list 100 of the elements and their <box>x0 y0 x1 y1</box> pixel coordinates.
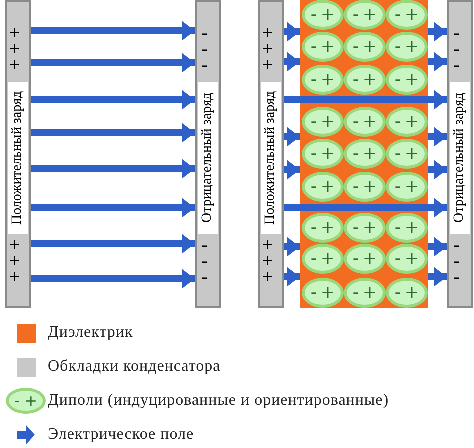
dipole-ellipse <box>386 65 428 95</box>
capacitor-plate <box>5 0 31 308</box>
capacitor-plate <box>447 0 473 308</box>
dipole-ellipse <box>386 139 428 169</box>
field-arrow <box>428 52 447 72</box>
dielectric-slab <box>300 0 428 308</box>
field-arrow <box>284 90 447 110</box>
field-arrow <box>428 237 447 257</box>
plus-sign: + <box>362 220 378 236</box>
minus-sign: - <box>394 178 402 196</box>
minus-sign: - <box>394 146 402 162</box>
field-arrow <box>31 198 195 218</box>
plus-sign: + <box>404 146 420 162</box>
dipole-ellipse <box>302 139 344 169</box>
dipole-ellipse <box>302 32 344 62</box>
dipole-ellipse <box>344 139 386 169</box>
charge-signs: + + + <box>9 26 20 74</box>
minus-sign: - <box>394 220 402 236</box>
plus-sign: + <box>404 72 420 88</box>
dipole-ellipse <box>302 0 344 30</box>
dipole-ellipse <box>302 244 344 274</box>
dipole-ellipse <box>344 32 386 62</box>
field-arrow <box>31 234 195 254</box>
dipole-ellipse <box>386 278 428 308</box>
field-arrow <box>31 123 195 143</box>
minus-sign: - <box>352 250 360 268</box>
minus-sign: - <box>352 114 360 130</box>
field-arrow <box>284 52 300 72</box>
plus-sign: + <box>362 250 378 268</box>
charge-signs: + + + <box>262 238 274 286</box>
charge-signs: + + + <box>262 26 274 74</box>
field-arrow <box>428 127 447 147</box>
minus-sign: - <box>394 38 402 56</box>
plus-sign: + <box>320 114 336 130</box>
dipole-ellipse <box>302 65 344 95</box>
capacitor-plate <box>195 0 221 308</box>
plus-sign: + <box>320 6 336 24</box>
dipole-ellipse <box>386 172 428 202</box>
plus-sign: + <box>320 220 336 236</box>
minus-sign: - <box>352 284 360 302</box>
minus-sign: - <box>394 284 402 302</box>
dipole-ellipse <box>344 213 386 243</box>
field-arrow <box>284 198 447 218</box>
field-arrow <box>31 269 195 289</box>
minus-sign: - <box>310 146 318 162</box>
field-arrow <box>284 237 300 257</box>
field-arrow <box>31 159 195 179</box>
charge-signs: - - - <box>452 238 461 286</box>
minus-sign: - <box>310 250 318 268</box>
minus-sign: - <box>310 72 318 88</box>
dipole-ellipse <box>386 107 428 137</box>
minus-sign: - <box>352 38 360 56</box>
dipole-ellipse <box>344 107 386 137</box>
plus-sign: + <box>362 6 378 24</box>
plate-label: Отрицательный заряд <box>450 82 470 234</box>
plus-sign: + <box>320 178 336 196</box>
minus-sign: - <box>310 284 318 302</box>
minus-sign: - <box>394 250 402 268</box>
minus-sign: - <box>352 146 360 162</box>
minus-sign: - <box>352 6 360 24</box>
dipole-ellipse <box>386 213 428 243</box>
legend-label: Электрическое поле <box>48 425 194 445</box>
dipole-ellipse <box>344 244 386 274</box>
dipole-ellipse <box>344 65 386 95</box>
dipole-ellipse <box>344 0 386 30</box>
plus-sign: + <box>404 6 420 24</box>
charge-signs: + + + <box>9 238 20 286</box>
plus-sign: + <box>404 284 420 302</box>
minus-sign: - <box>394 114 402 130</box>
dipole-ellipse <box>386 32 428 62</box>
minus-sign: - <box>14 394 20 408</box>
minus-sign: - <box>310 38 318 56</box>
dipole-ellipse <box>344 278 386 308</box>
dipole-ellipse <box>302 107 344 137</box>
plus-sign: + <box>362 38 378 56</box>
plus-sign: + <box>404 38 420 56</box>
dipole-ellipse <box>344 172 386 202</box>
plus-sign: + <box>404 220 420 236</box>
minus-sign: - <box>310 114 318 130</box>
minus-sign: - <box>310 220 318 236</box>
field-arrow <box>428 22 447 42</box>
plus-sign: + <box>320 72 336 88</box>
field-arrow <box>31 90 195 110</box>
field-arrow <box>284 160 300 180</box>
plus-sign: + <box>320 284 336 302</box>
plus-sign: + <box>320 250 336 268</box>
field-arrow <box>31 53 195 73</box>
plus-sign: + <box>404 250 420 268</box>
minus-sign: - <box>394 72 402 88</box>
plus-sign: + <box>362 72 378 88</box>
field-arrow <box>284 22 300 42</box>
dipole-ellipse <box>302 213 344 243</box>
plus-sign: + <box>404 178 420 196</box>
dipole-ellipse <box>302 278 344 308</box>
dipole-ellipse <box>386 0 428 30</box>
field-arrow <box>428 160 447 180</box>
minus-sign: - <box>394 6 402 24</box>
charge-signs: - - - <box>452 26 461 74</box>
dipole-ellipse <box>302 172 344 202</box>
field-arrow <box>31 21 195 41</box>
